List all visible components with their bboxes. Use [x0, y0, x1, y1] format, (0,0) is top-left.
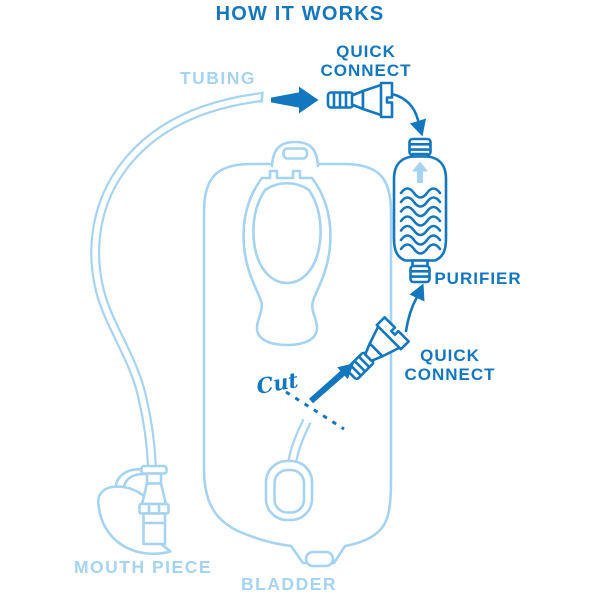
tube	[90, 91, 264, 469]
quick-connect-fitting-top	[326, 81, 394, 119]
quick-connect-top-label-line2: CONNECT	[320, 61, 411, 80]
bladder-label: BLADDER	[241, 574, 337, 594]
purifier-label: PURIFIER	[434, 269, 521, 288]
quick-connect-top-label-line1: QUICK	[336, 42, 396, 61]
curved-arrow-up-icon	[404, 283, 425, 333]
arrow-up-right-icon	[309, 363, 354, 404]
tube-end-cap	[260, 91, 264, 103]
purifier-bottom-barb	[409, 264, 431, 284]
quick-connect-fitting-bottom	[338, 316, 410, 388]
tubing-label: TUBING	[180, 68, 256, 88]
flow-direction-arrow-icon	[412, 161, 428, 183]
page-title: HOW IT WORKS	[216, 3, 385, 25]
bladder-outline	[202, 162, 393, 565]
valve-taper	[140, 482, 168, 506]
bottom-tab-hole	[304, 550, 335, 568]
cut-dash-line	[285, 390, 345, 431]
quick-connect-bottom-label-line2: CONNECT	[404, 365, 495, 384]
hang-tab-slot	[282, 147, 309, 160]
purifier-graphic	[392, 137, 448, 284]
quick-connect-bottom-label-line1: QUICK	[420, 346, 480, 365]
mouthpiece	[96, 464, 172, 556]
arrow-right-icon	[271, 86, 319, 114]
valve-collar	[138, 502, 170, 515]
mouth-piece-label: MOUTH PIECE	[74, 557, 212, 577]
valve-neck	[145, 472, 163, 485]
purifier-waves	[399, 187, 442, 255]
bottom-port	[264, 459, 314, 522]
bite-valve	[142, 512, 167, 546]
bladder-graphic	[202, 140, 393, 568]
purifier-top-barb	[408, 137, 432, 157]
fill-opening	[242, 169, 332, 347]
curved-arrow-down-icon	[390, 92, 426, 137]
cut-label: Cut	[255, 367, 301, 399]
